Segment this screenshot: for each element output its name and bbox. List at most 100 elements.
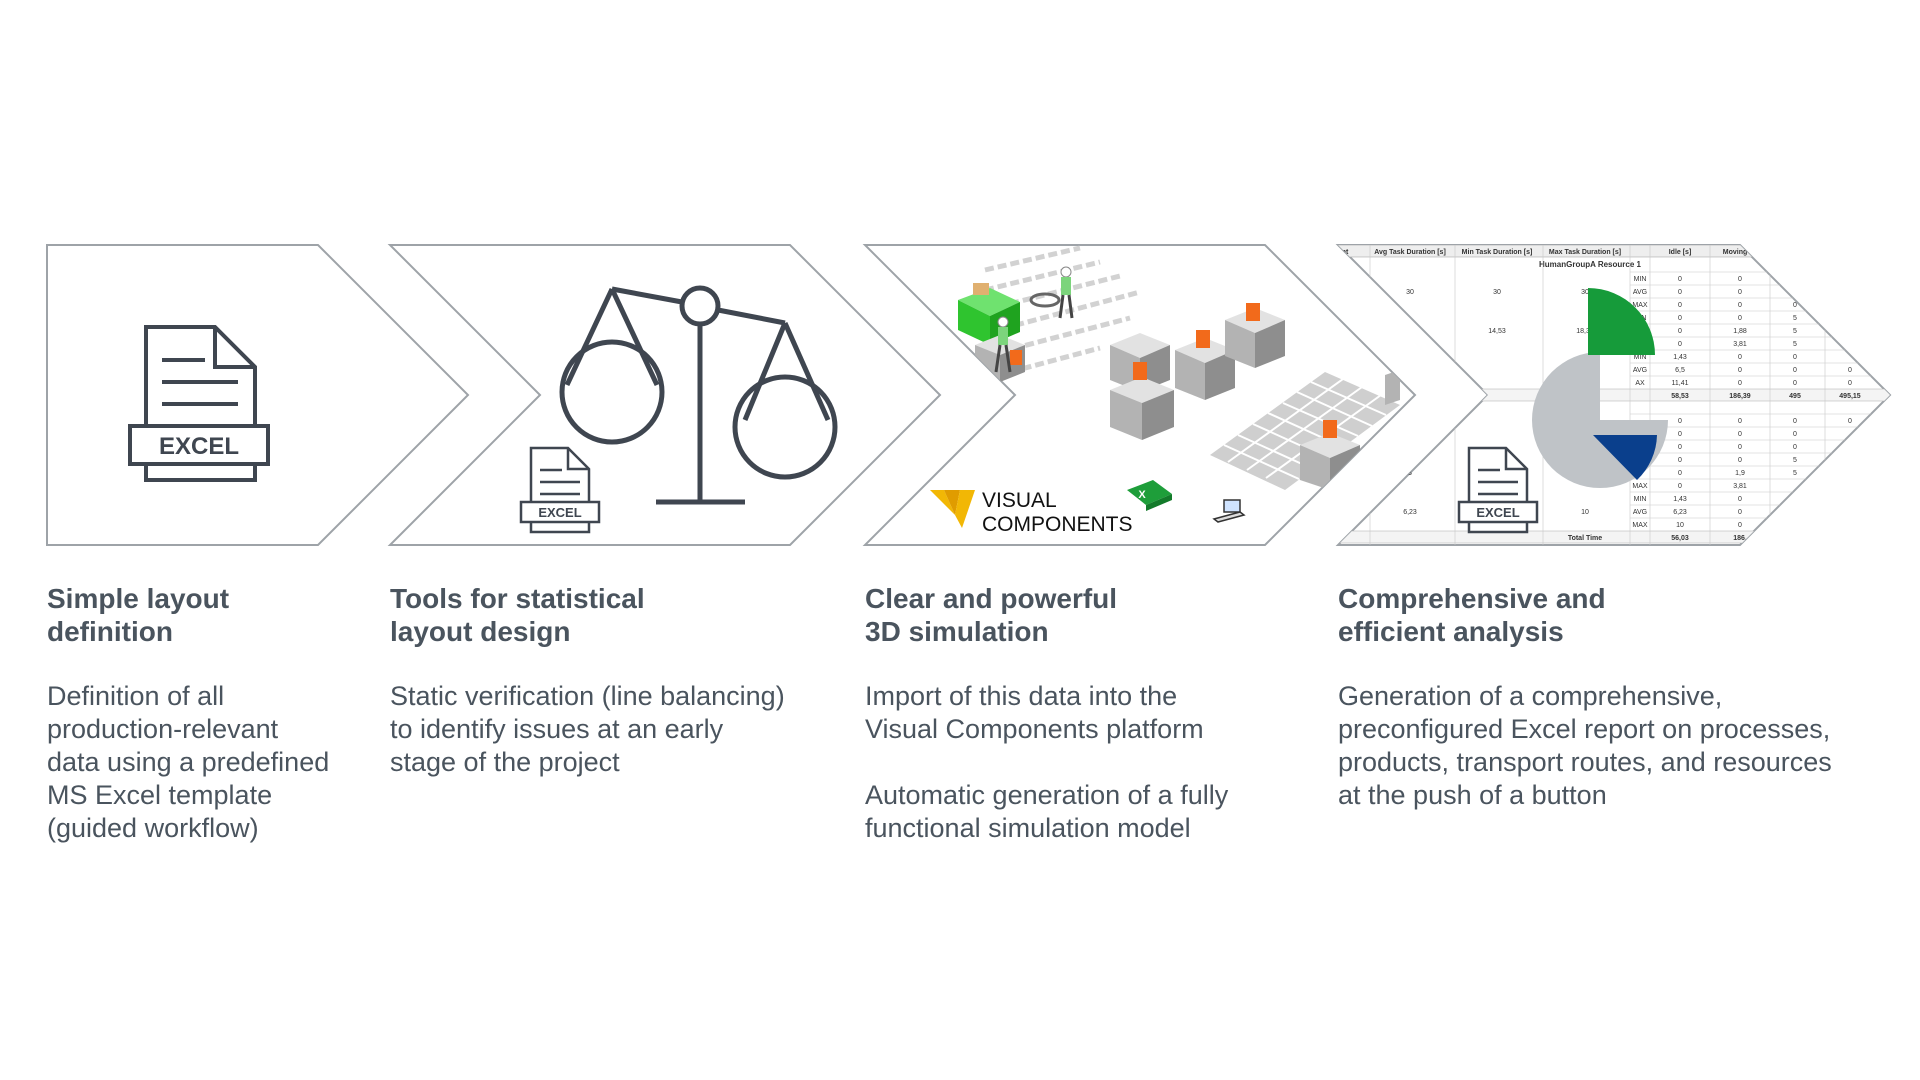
- table-cell: 0: [1738, 418, 1742, 425]
- table-cell: 0: [1738, 444, 1742, 451]
- table-cell: 186,39: [1729, 393, 1751, 400]
- table-cell: 6,23: [1403, 509, 1417, 516]
- table-cell: 0: [1738, 289, 1742, 296]
- table-cell: 3,81: [1733, 341, 1747, 348]
- pie-slice-green: [1588, 288, 1655, 355]
- table-cell: 1,43: [1673, 354, 1687, 361]
- table-cell: MIN: [1634, 276, 1647, 283]
- excel-icon-label-report: EXCEL: [1476, 505, 1519, 520]
- table-cell: 0: [1793, 431, 1797, 438]
- step-4-description: Generation of a comprehensive, preconfig…: [1338, 681, 1832, 810]
- pie-chart: [1532, 288, 1668, 488]
- table-cell: Max Task Duration [s]: [1549, 249, 1621, 256]
- table-cell: Idle [s]: [1669, 249, 1692, 256]
- table-cell: 0: [1793, 302, 1797, 309]
- table-cell: 5: [1793, 470, 1797, 477]
- balance-scale-icon: [559, 285, 838, 505]
- table-cell: 30: [1406, 431, 1414, 438]
- table-cell: 0: [1738, 380, 1742, 387]
- table-cell: 495: [1789, 393, 1801, 400]
- table-cell: 0: [1738, 522, 1742, 529]
- table-cell: MIN: [1634, 354, 1647, 361]
- table-cell: MAX: [1632, 522, 1648, 529]
- table-cell: 5: [1793, 457, 1797, 464]
- svg-text:X: X: [1138, 489, 1146, 501]
- table-cell: 0: [1738, 367, 1742, 374]
- report-excel-file-icon: [1457, 446, 1539, 534]
- table-cell: 30: [1493, 289, 1501, 296]
- table-cell: 30: [1406, 289, 1414, 296]
- vc-brand-line-2: COMPONENTS: [982, 513, 1133, 536]
- step-2-chevron: EXCEL: [387, 244, 942, 546]
- table-cell: 1,88: [1733, 328, 1747, 335]
- table-cell: 1,43: [1403, 367, 1417, 374]
- table-cell: HumanGroupA Resource 1: [1539, 260, 1641, 269]
- small-excel-file-icon: [519, 446, 601, 534]
- excel-file-icon: [128, 325, 270, 482]
- table-cell: 0: [1678, 341, 1682, 348]
- visual-components-logo: VISUAL COMPONENTS: [930, 489, 1133, 536]
- step-2-title: Tools for statistical layout design: [390, 583, 645, 647]
- table-cell: 0: [1738, 431, 1742, 438]
- table-cell: 1,43: [1673, 496, 1687, 503]
- table-cell: 0: [1738, 354, 1742, 361]
- excel-app-icon: X: [1127, 480, 1172, 511]
- table-cell: 0: [1678, 457, 1682, 464]
- table-cell: 5: [1793, 328, 1797, 335]
- table-cell: 6,23: [1673, 509, 1687, 516]
- table-cell: Moving: [1723, 249, 1748, 256]
- table-cell: 0: [1848, 418, 1852, 425]
- table-cell: MAX: [1632, 483, 1648, 490]
- table-cell: 14,53: [1488, 328, 1506, 335]
- step-3-chevron: VISUAL COMPONENTS X: [862, 244, 1417, 546]
- table-cell: MIN: [1634, 496, 1647, 503]
- step-3-title: Clear and powerful 3D simulation: [865, 583, 1118, 647]
- table-cell: AVG: [1633, 367, 1647, 374]
- table-cell: 3,81: [1733, 483, 1747, 490]
- table-cell: 30: [1581, 289, 1589, 296]
- table-cell: 11,41: [1672, 380, 1689, 387]
- table-cell: 1,9: [1735, 470, 1745, 477]
- table-cell: 0: [1678, 289, 1682, 296]
- table-cell: 18,35: [1576, 328, 1594, 335]
- table-cell: 0: [1678, 470, 1682, 477]
- table-cell: Total Time: [1568, 535, 1602, 542]
- table-cell: AVG: [1633, 289, 1647, 296]
- table-cell: 56,03: [1671, 535, 1689, 542]
- table-cell: 10: [1581, 509, 1589, 516]
- table-cell: 0: [1738, 276, 1742, 283]
- table-cell: Min Task Duration [s]: [1462, 249, 1533, 256]
- table-cell: 0: [1678, 483, 1682, 490]
- table-cell: 0: [1793, 418, 1797, 425]
- step-4-title: Comprehensive and efficient analysis: [1338, 583, 1606, 647]
- step-1-description: Definition of all production-relevant da…: [47, 681, 330, 843]
- table-cell: 0: [1678, 431, 1682, 438]
- step-1-chevron: EXCEL: [46, 244, 470, 546]
- table-cell: 0: [1793, 444, 1797, 451]
- pie-slice-blue: [1593, 435, 1657, 480]
- laptop-icon: [1212, 499, 1246, 523]
- table-cell: 6,5: [1675, 367, 1685, 374]
- table-cell: 0: [1678, 328, 1682, 335]
- table-cell: MAX: [1632, 302, 1648, 309]
- table-cell: 0: [1738, 509, 1742, 516]
- table-cell: 0: [1848, 367, 1852, 374]
- table-cell: 3: [1408, 470, 1412, 477]
- table-cell: 58,53: [1671, 393, 1689, 400]
- table-cell: Avg Task Duration [s]: [1374, 249, 1446, 256]
- table-cell: 0: [1678, 444, 1682, 451]
- table-cell: 0: [1793, 380, 1797, 387]
- table-cell: 10: [1676, 522, 1684, 529]
- green-workstation: [958, 283, 1020, 345]
- step-2-description: Static verification (line balancing) to …: [390, 681, 785, 777]
- table-cell: 0: [1678, 276, 1682, 283]
- table-cell: 5: [1793, 341, 1797, 348]
- step-1-title: Simple layout definition: [47, 583, 230, 647]
- table-cell: 5: [1793, 315, 1797, 322]
- table-cell: 0: [1793, 367, 1797, 374]
- table-cell: 0: [1738, 496, 1742, 503]
- worker-figures: [994, 266, 1074, 373]
- table-cell: 186,: [1733, 535, 1747, 542]
- excel-icon-label-small: EXCEL: [538, 505, 581, 520]
